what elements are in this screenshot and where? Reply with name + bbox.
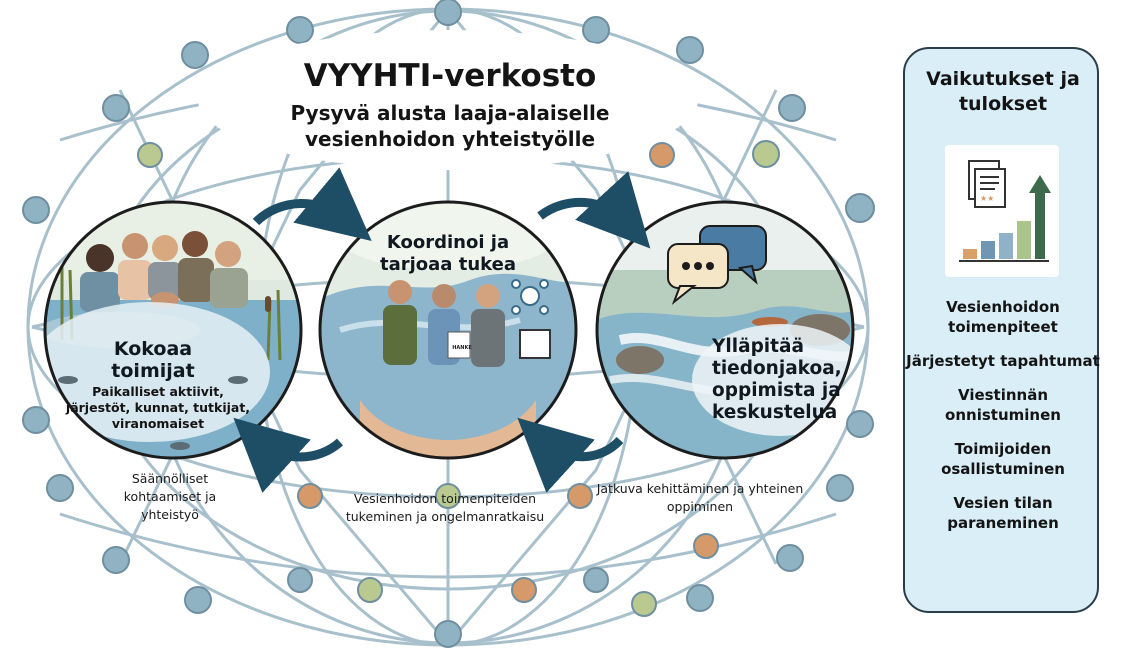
circle-1-description: Paikalliset aktiivit, järjestöt, kunnat,… xyxy=(65,384,251,431)
fish-icon xyxy=(228,376,248,384)
document-icon xyxy=(447,331,471,359)
caption-learning: Jatkuva kehittäminen ja yhteinen oppimin… xyxy=(596,481,804,514)
arrow-top-right xyxy=(537,171,651,249)
arrow-bottom-right xyxy=(517,417,624,493)
circle-gather-actors xyxy=(45,202,301,458)
result-item: Vesien tilan paraneminen xyxy=(947,494,1059,532)
network-nodes xyxy=(22,0,875,648)
result-item: Viestinnän onnistuminen xyxy=(945,386,1061,424)
fish-icon xyxy=(58,376,78,384)
results-panel-title: Vaikutukset ja tulokset xyxy=(926,68,1080,115)
arrow-bottom-left xyxy=(233,417,344,493)
page-title: VYYHTI-verkosto xyxy=(303,58,597,94)
circle-coordinate-support xyxy=(320,202,576,458)
hanke-label: HANKE xyxy=(452,345,472,351)
title-backdrop xyxy=(198,30,698,170)
circle-1-title: Kokoaa toimijat xyxy=(111,338,195,382)
circle-share-knowledge xyxy=(597,202,853,458)
chat-bubbles-icon xyxy=(667,225,767,306)
rock-icon xyxy=(616,346,664,374)
report-growth-chart-icon: ★★ xyxy=(945,145,1059,277)
caption-support: Vesienhoidon toimenpiteiden tukeminen ja… xyxy=(345,491,545,524)
hands-icon xyxy=(360,400,536,458)
results-panel: Vaikutukset ja tulokset ★★ Vesienhoidon … xyxy=(903,47,1101,613)
results-list: Vesienhoidon toimenpiteet Järjestetyt ta… xyxy=(905,297,1101,547)
fish-icon xyxy=(170,442,190,450)
circle-2-title: Koordinoi ja tarjoaa tukea xyxy=(380,232,516,275)
svg-text:★★: ★★ xyxy=(980,194,994,203)
experts-group-icon xyxy=(383,280,505,367)
arrow-top-left xyxy=(252,167,372,242)
result-item: Vesienhoidon toimenpiteet xyxy=(946,298,1060,336)
result-item: Toimijoiden osallistuminen xyxy=(941,440,1065,478)
circle-3-title: Ylläpitää tiedonjakoa, oppimista ja kesk… xyxy=(712,336,842,423)
page-subtitle: Pysyvä alusta laaja-alaiselle vesienhoid… xyxy=(290,101,610,151)
calendar-icon xyxy=(519,329,551,359)
cycle-arrows xyxy=(233,167,651,493)
result-item: Järjestetyt tapahtumat xyxy=(906,352,1100,370)
caption-meetings: Säännölliset kohtaamiset ja yhteistyö xyxy=(123,471,217,522)
network-hub-icon xyxy=(511,279,549,315)
